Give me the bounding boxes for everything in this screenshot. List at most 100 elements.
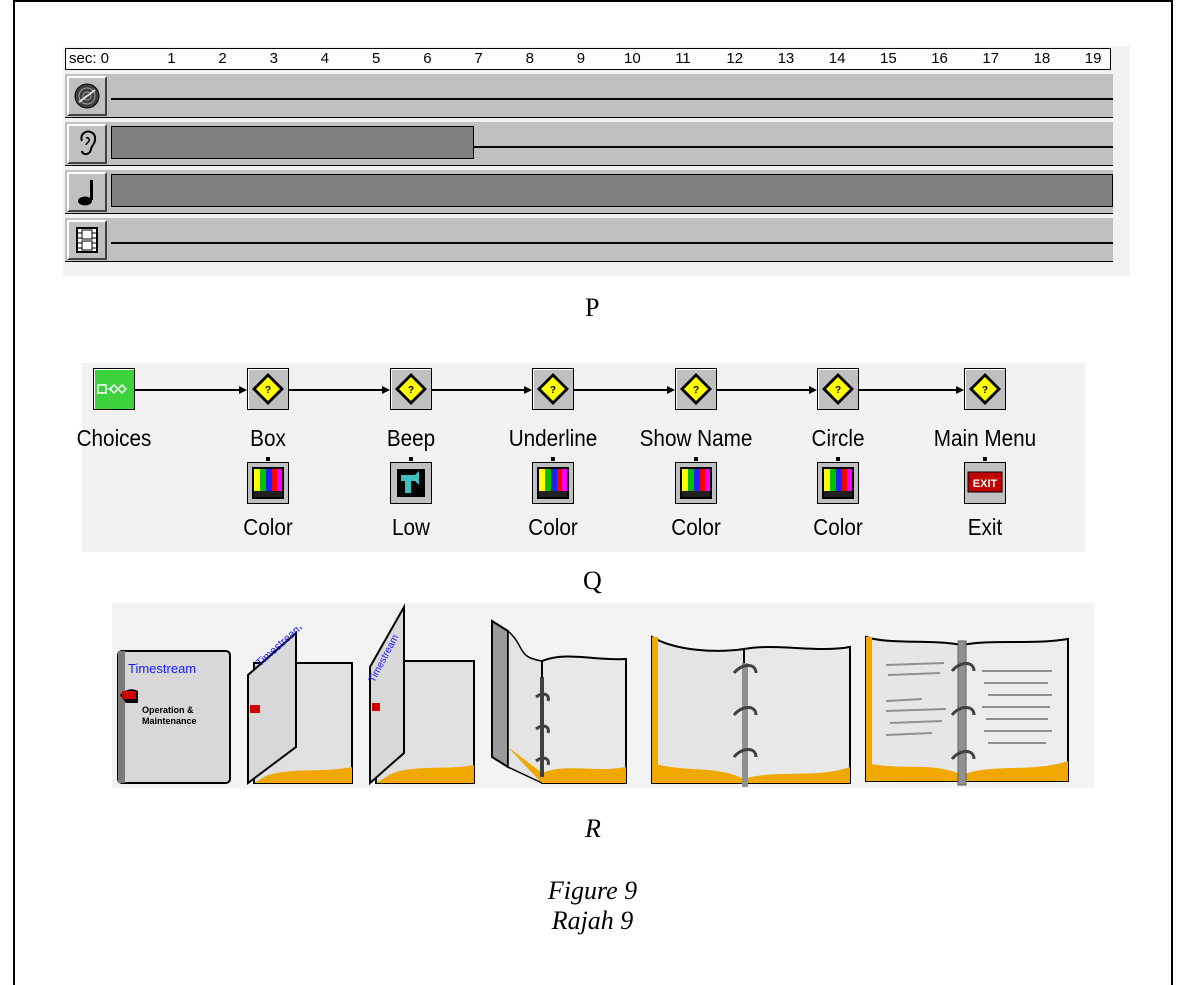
svg-text:?: ? [982,385,988,396]
connector-line [135,389,241,391]
connector-arrow [956,386,964,394]
connector-line [717,389,811,391]
opening-book-1-image: Timestream [247,627,353,785]
choices-icon[interactable] [93,368,135,410]
ruler-label: sec: 0 [69,50,110,67]
flow-node-label: Choices [76,425,152,451]
connector-arrow [809,386,817,394]
ruler-tick-label: 14 [828,50,846,67]
book-cover-title: Timestream [128,661,196,676]
attach-dot [551,457,555,461]
flow-node-label: Show Name [639,425,753,451]
book-cover-subtitle-2: Maintenance [142,716,197,726]
opening-book-3-image [491,619,627,785]
connector-arrow [382,386,390,394]
exit-sign-icon[interactable]: EXIT [964,462,1006,504]
flow-sub-label: Color [528,514,578,540]
attach-dot [266,457,270,461]
flow-sub-label: Color [243,514,293,540]
opening-book-2-image: Timestream [367,603,475,786]
ruler-tick-label: 4 [320,50,330,67]
color-bars-icon[interactable] [675,462,717,504]
svg-text:?: ? [265,385,271,396]
open-book-with-text-image [865,635,1069,786]
ruler-tick-label: 18 [1033,50,1051,67]
ruler-tick-label: 19 [1084,50,1102,67]
book-cover-subtitle-1: Operation & [142,705,194,715]
svg-text:?: ? [835,385,841,396]
ruler-tick-label: 6 [423,50,432,67]
ruler-tick-label: 5 [372,50,381,67]
flow-sub-label: Color [813,514,863,540]
caption-r: R [585,814,601,843]
ruler-tick-label: 1 [167,50,176,67]
caption-p: P [585,293,600,322]
decision-icon[interactable]: ? [817,368,859,410]
svg-text:EXIT: EXIT [973,478,998,490]
decision-icon[interactable]: ? [675,368,717,410]
book-animation-panel: Timestream Operation & Maintenance Times… [112,603,1094,788]
connector-line [289,389,384,391]
decision-icon[interactable]: ? [390,368,432,410]
figure-caption: Figure 9 [547,876,638,905]
connector-line [574,389,669,391]
track-music [65,170,1113,214]
ear-track-bar[interactable] [111,126,475,159]
attach-dot [983,457,987,461]
color-bars-icon[interactable] [532,462,574,504]
ruler-tick-label: 3 [269,50,278,67]
track-film [65,218,1113,262]
decision-icon[interactable]: ? [532,368,574,410]
ruler-tick-label: 8 [525,50,534,67]
flow-sub-label: Color [671,514,721,540]
film-icon[interactable] [67,220,107,260]
flow-node-label: Circle [811,425,865,451]
ruler-tick-label: 13 [777,50,795,67]
figure-frame [13,0,1173,985]
attach-dot [836,457,840,461]
ruler-tick-label: 9 [576,50,586,67]
ear-icon[interactable] [67,124,107,164]
disc-icon[interactable] [67,76,107,116]
connector-line [859,389,958,391]
ruler-tick-label: 15 [880,50,897,67]
connector-arrow [667,386,675,394]
flow-node-label: Underline [508,425,598,451]
music-track-bar[interactable] [111,174,1113,207]
ruler-tick-label: 11 [675,50,691,67]
ruler-tick-label: 7 [474,50,483,67]
flow-node-label: Beep [386,425,436,451]
attach-dot [409,457,413,461]
flow-sub-label: Exit [967,514,1003,540]
ruler-tick-label: 12 [726,50,744,67]
ruler-tick-label: 2 [218,50,227,67]
decision-icon[interactable]: ? [247,368,289,410]
connector-arrow [524,386,532,394]
flow-node-label: Box [250,425,286,451]
music-note-icon[interactable] [67,172,107,212]
connector-arrow [239,386,247,394]
rajah-caption: Rajah 9 [551,906,634,935]
connector-line [432,389,526,391]
open-binder-image [651,635,851,787]
horn-icon[interactable] [390,462,432,504]
svg-text:?: ? [550,385,556,396]
ruler-tick-label: 10 [624,50,641,67]
ruler-tick-label: 16 [931,50,948,67]
color-bars-icon[interactable] [247,462,289,504]
attach-dot [694,457,698,461]
svg-text:?: ? [693,385,699,396]
decision-icon[interactable]: ? [964,368,1006,410]
color-bars-icon[interactable] [817,462,859,504]
ruler-tick-label: 17 [982,50,1000,67]
caption-q: Q [583,566,602,595]
flow-node-label: Main Menu [933,425,1037,451]
closed-book-image: Timestream Operation & Maintenance [117,650,231,784]
track-ear [65,122,1113,166]
flow-sub-label: Low [392,514,430,540]
tracks [65,74,1113,262]
track-disc [65,74,1113,118]
